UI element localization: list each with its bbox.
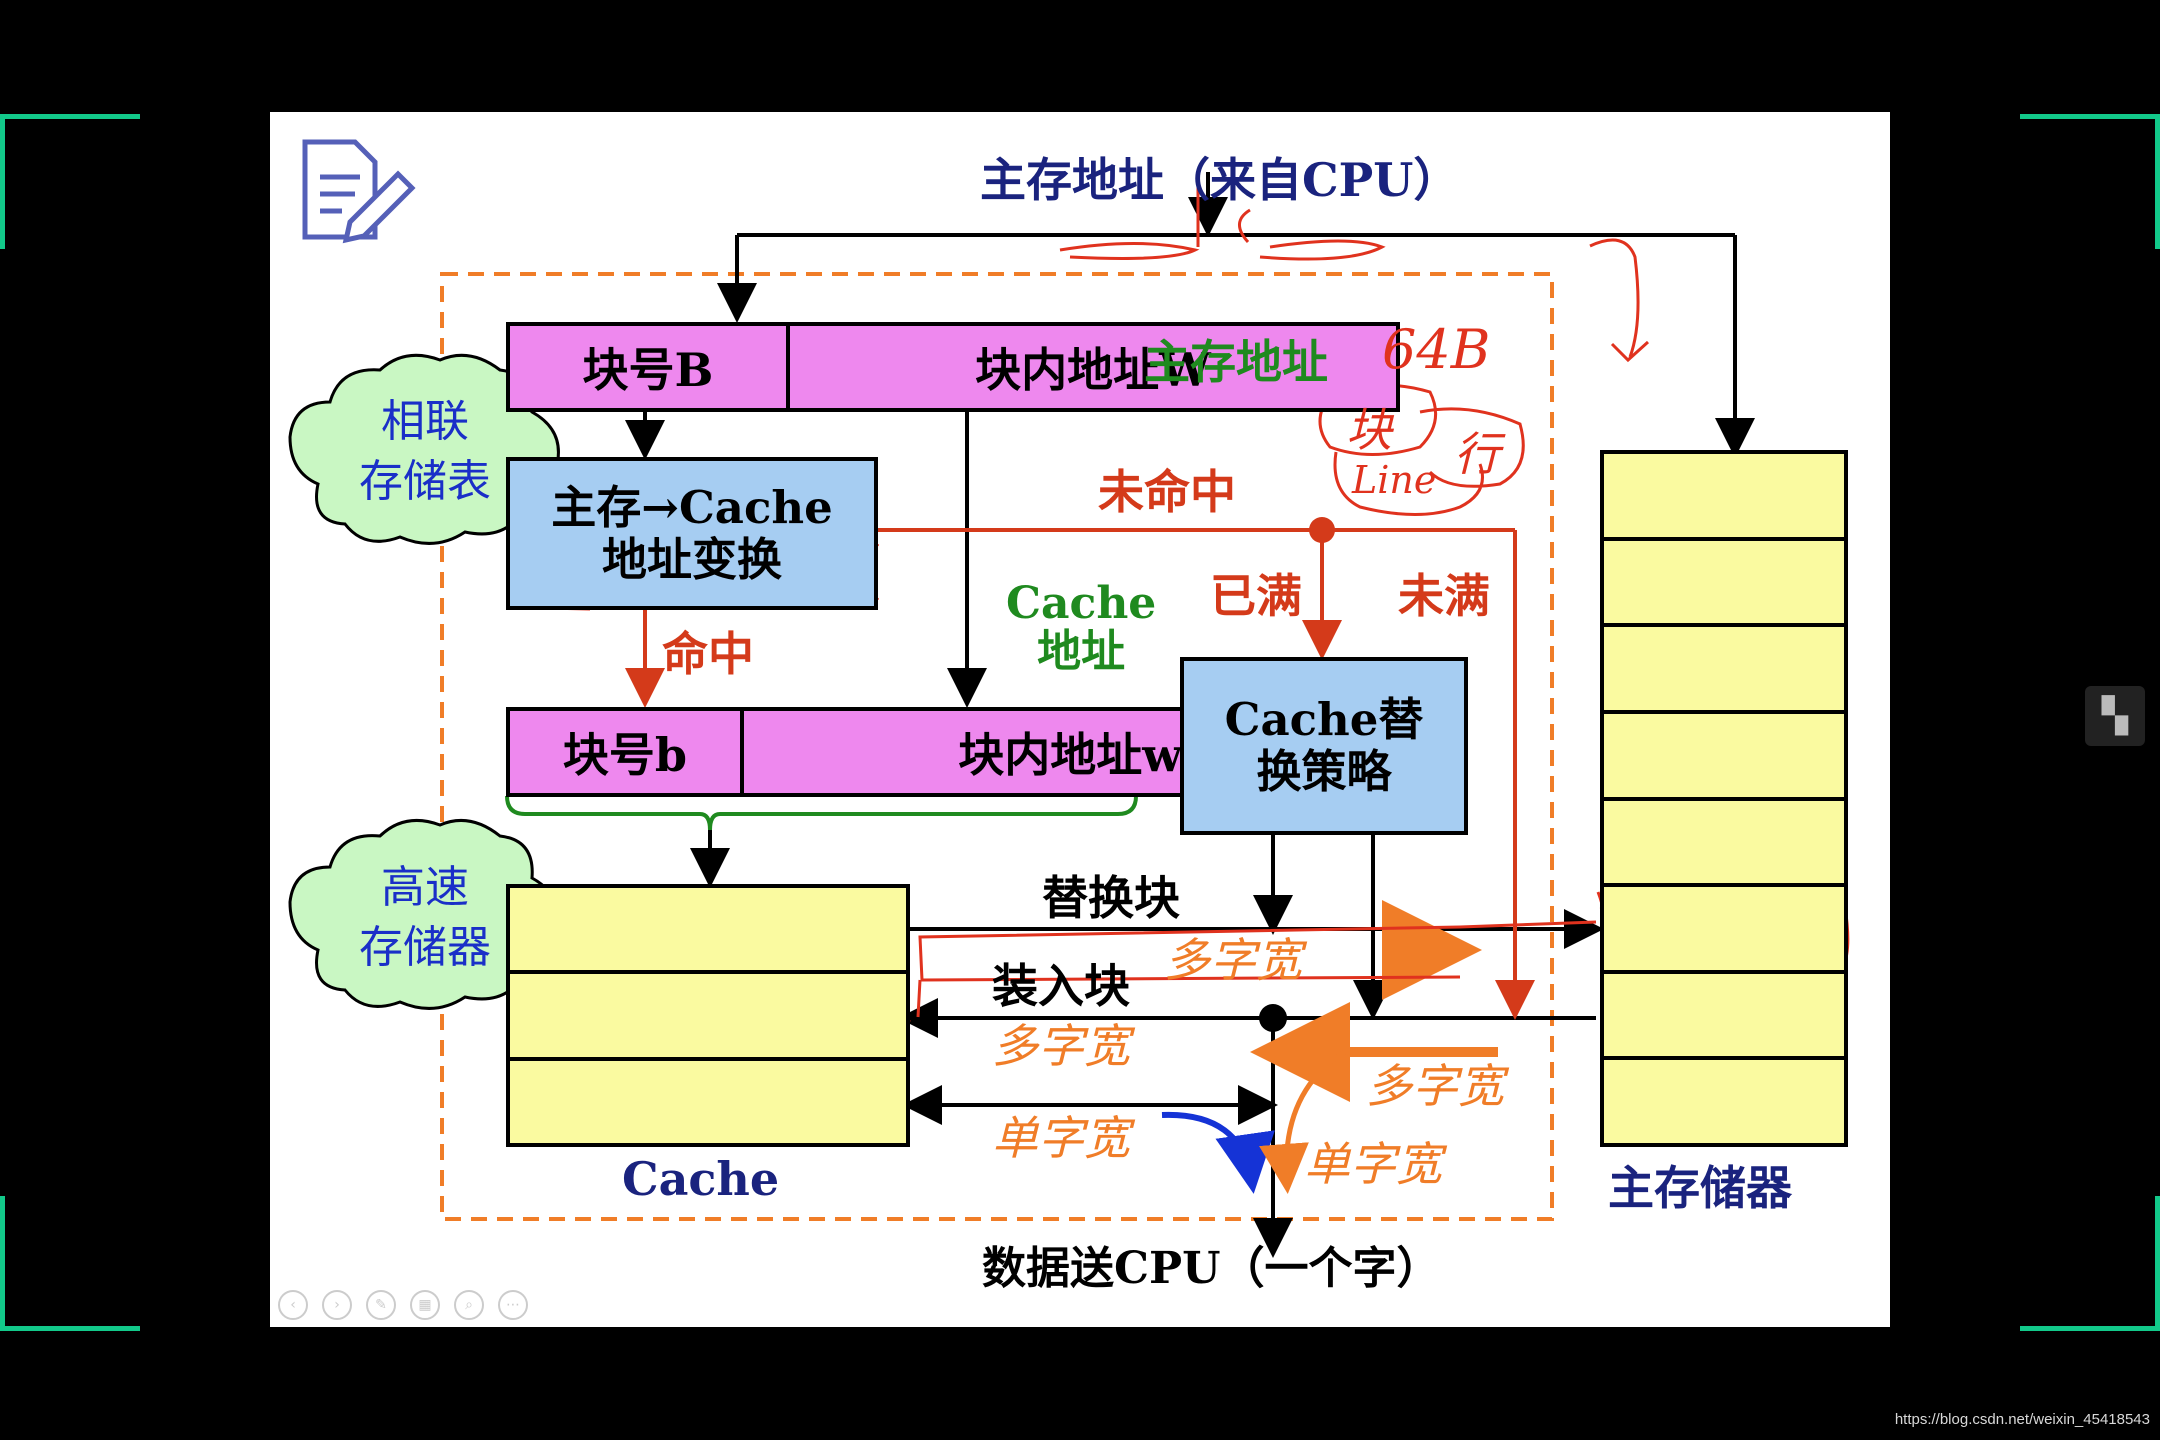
handwritten-line-note: Line xyxy=(1352,458,1437,502)
cache-block-number-field-b: 块号b xyxy=(506,707,744,797)
cache-line xyxy=(510,974,906,1061)
block-offset-field-W: 块内地址W xyxy=(786,322,1400,412)
notes-icon xyxy=(302,139,416,244)
high-speed-memory-callout-text: 高速 存储器 xyxy=(320,858,530,978)
cache-address-side-label: Cache 地址 xyxy=(1006,580,1156,676)
scribble-main-to-cache xyxy=(916,920,1597,1018)
main-memory-block xyxy=(1604,801,1844,888)
miss-label: 未命中 xyxy=(1098,465,1236,519)
pen-icon[interactable]: ✎ xyxy=(366,1290,396,1320)
cache-replacement-policy: Cache替 换策略 xyxy=(1180,657,1468,835)
replaced-block-label: 替换块 xyxy=(1042,871,1180,925)
scribble-address-split xyxy=(1059,175,1386,261)
associative-callout-line-2: 存储表 xyxy=(359,456,491,507)
translator-line-2: 地址变换 xyxy=(601,532,782,586)
handwritten-block-note: 块 xyxy=(1346,403,1392,457)
main-memory-block xyxy=(1604,627,1844,714)
next-slide-icon[interactable]: › xyxy=(322,1290,352,1320)
multi-word-width-label-2: 多字宽 xyxy=(992,1019,1130,1073)
loaded-block-label: 装入块 xyxy=(992,959,1130,1013)
corner-mark-bl xyxy=(0,1196,140,1331)
handwritten-64B-note: 64B xyxy=(1382,318,1491,381)
zoom-icon[interactable]: ⌕ xyxy=(454,1290,484,1320)
slides-grid-icon[interactable]: ▦ xyxy=(410,1290,440,1320)
slide-nav-controls: ‹ › ✎ ▦ ⌕ ⋯ xyxy=(278,1290,528,1320)
block-number-field-B: 块号B xyxy=(506,322,790,412)
bus-junction-dot xyxy=(1259,1004,1287,1032)
corner-mark-br xyxy=(2020,1196,2160,1331)
main-memory-label: 主存储器 xyxy=(1608,1161,1792,1215)
address-translation-unit: 主存→Cache 地址变换 xyxy=(506,457,878,610)
translator-line-1: 主存→Cache xyxy=(551,480,833,534)
orange-curve-arrow xyxy=(1259,1049,1347,1194)
cache-line xyxy=(510,888,906,975)
handwritten-row-note: 行 xyxy=(1454,427,1500,481)
cache-address-side-label-line-1: Cache xyxy=(1006,578,1157,629)
layout-toggle-icon[interactable]: ▚ xyxy=(2085,686,2145,746)
corner-mark-tr xyxy=(2020,114,2160,249)
data-to-cpu-label: 数据送CPU（一个字） xyxy=(982,1243,1441,1294)
scribble-arrow-to-memory xyxy=(1589,238,1650,363)
previous-slide-icon[interactable]: ‹ xyxy=(278,1290,308,1320)
main-memory-block xyxy=(1604,974,1844,1061)
corner-mark-tl xyxy=(0,114,140,249)
more-options-icon[interactable]: ⋯ xyxy=(498,1290,528,1320)
cache-address-side-label-line-2: 地址 xyxy=(1037,626,1126,677)
cache-line xyxy=(510,1061,906,1143)
replacement-policy-line-2: 换策略 xyxy=(1256,745,1392,798)
main-memory-block xyxy=(1604,714,1844,801)
main-memory-block xyxy=(1604,541,1844,628)
replacement-policy-line-1: Cache替 xyxy=(1224,693,1424,746)
miss-junction-dot xyxy=(1309,517,1335,543)
multi-word-width-label-1: 多字宽 xyxy=(1164,933,1302,987)
hit-label: 命中 xyxy=(662,627,754,681)
highspeed-callout-line-2: 存储器 xyxy=(359,922,491,973)
main-memory xyxy=(1600,450,1848,1147)
full-label: 已满 xyxy=(1210,569,1302,623)
main-address-from-cpu-label: 主存地址（来自CPU） xyxy=(980,153,1460,207)
main-memory-block xyxy=(1604,1060,1844,1143)
main-address-side-label: 主存地址 xyxy=(1144,335,1328,389)
single-word-width-label-1: 单字宽 xyxy=(992,1111,1130,1165)
cache-memory xyxy=(506,884,910,1147)
main-memory-block xyxy=(1604,887,1844,974)
slide: 主存地址（来自CPU） 块号B 块内地址W 主存地址 主存→Cache 地址变换… xyxy=(270,112,1890,1327)
blue-curve-arrow xyxy=(1161,1111,1275,1194)
watermark-url: https://blog.csdn.net/weixin_45418543 xyxy=(1894,1411,2150,1428)
single-word-width-label-2: 单字宽 xyxy=(1304,1137,1442,1191)
main-memory-block xyxy=(1604,454,1844,541)
highspeed-callout-line-1: 高速 xyxy=(381,862,469,913)
associative-memory-callout-text: 相联 存储表 xyxy=(320,392,530,512)
cache-address-brace xyxy=(505,795,1138,831)
cache-system-boundary xyxy=(440,272,1554,1221)
associative-callout-line-1: 相联 xyxy=(381,396,469,447)
cache-label: Cache xyxy=(622,1152,780,1206)
diagram-canvas xyxy=(288,139,1850,1258)
multi-word-width-label-3: 多字宽 xyxy=(1366,1059,1504,1113)
not-full-label: 未满 xyxy=(1398,569,1490,623)
